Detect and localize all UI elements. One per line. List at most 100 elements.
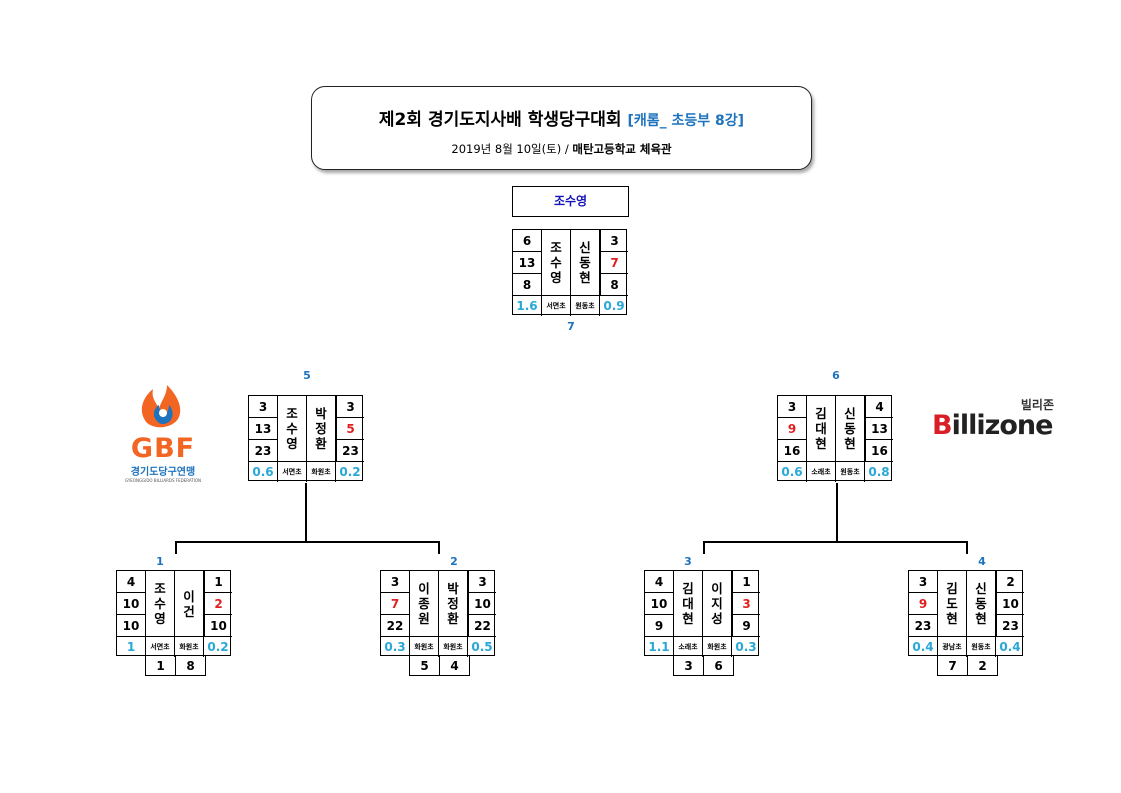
tournament-title: 제2회 경기도지사배 학생당구대회 [378,110,622,130]
right-school: 원동초 [571,296,600,316]
gbf-logo: GBF 경기도당구연맹 GYEONGGIDO BILLIARDS FEDERAT… [118,383,208,483]
right-player-name: 신 동 현 [836,396,865,462]
right-score: 9 [732,615,760,637]
player-name-vertical: 김 도 현 [946,581,958,626]
left-score: 10 [117,615,146,637]
match-number: 1 [156,555,164,568]
right-average: 0.2 [207,640,229,654]
left-score: 13 [249,418,278,440]
right-school: 원동초 [967,637,996,657]
right-player-name: 이 건 [175,571,204,637]
left-score: 4 [645,571,674,593]
right-player-name: 이 지 성 [703,571,732,637]
left-score: 3 [778,396,807,418]
right-score: 5 [336,418,364,440]
player-name-vertical: 조 수 영 [550,240,562,285]
left-score: 6 [513,230,542,252]
left-score: 23 [249,440,278,462]
right-score: 7 [600,252,628,274]
event-venue: 매탄고등학교 체육관 [572,142,672,156]
tournament-title-line: 제2회 경기도지사배 학생당구대회 [캐롬_ 초등부 8강] [312,105,811,130]
left-score: 3 [249,396,278,418]
right-school: 화원초 [175,637,204,657]
player-name-vertical: 박 정 환 [315,406,327,451]
left-school: 광남초 [938,637,967,657]
right-average: 0.5 [471,640,493,654]
left-score: 3 [381,571,410,593]
left-player-name: 조 수 영 [146,571,175,637]
right-score: 10 [996,593,1024,615]
right-average: 0.4 [999,640,1021,654]
player-name-vertical: 이 지 성 [711,581,723,626]
billizone-korean: 빌리존 [1020,398,1054,412]
right-school: 원동초 [836,462,865,482]
left-score: 9 [909,593,938,615]
tournament-subtitle: [캐롬_ 초등부 8강] [627,113,745,129]
left-average: 0.6 [249,462,278,482]
left-player-name: 김 대 현 [674,571,703,637]
left-player-name: 조 수 영 [278,396,307,462]
right-school: 화원초 [439,637,468,657]
right-score: 22 [468,615,496,637]
billizone-text: illizone [951,410,1054,441]
billizone-initial: B [932,410,953,441]
right-score: 3 [336,396,364,418]
right-average: 0.3 [735,640,757,654]
left-school: 서면초 [542,296,571,316]
left-player-name: 김 도 현 [938,571,967,637]
right-score: 1 [732,571,760,593]
billizone-wordmark: Billizone [932,410,1054,441]
right-score: 10 [468,593,496,615]
seed-number: 4 [439,656,469,675]
gbf-logo-text: GBF [118,435,208,463]
right-score: 23 [996,615,1024,637]
left-average: 0.3 [381,637,410,657]
event-date: 2019년 8월 10일(토) [451,142,562,156]
right-player-name: 박 정 환 [439,571,468,637]
right-score: 8 [600,274,628,296]
gbf-name: 경기도당구연맹 [130,467,196,478]
right-score: 3 [468,571,496,593]
left-school: 소래초 [674,637,703,657]
seed-number: 8 [175,656,205,675]
left-score: 7 [381,593,410,615]
gbf-flame-icon [141,385,181,428]
seed-number: 2 [967,656,997,675]
player-name-vertical: 신 동 현 [975,581,987,626]
left-player-name: 조 수 영 [542,230,571,296]
connector-line [175,541,439,543]
connector-line [836,483,838,541]
date-separator: / [564,142,569,156]
seed-number: 6 [703,656,733,675]
right-score: 3 [732,593,760,615]
left-score: 10 [645,593,674,615]
right-average: 0.9 [603,299,625,313]
player-name-vertical: 조 수 영 [154,581,166,626]
right-average: 0.8 [868,465,890,479]
match-number: 2 [450,555,458,568]
player-name-vertical: 김 대 현 [815,406,827,451]
match-number: 6 [832,369,840,382]
right-score: 2 [996,571,1024,593]
right-school: 화원초 [703,637,732,657]
left-average: 1 [117,637,146,657]
player-name-vertical: 이 건 [183,588,195,619]
player-name-vertical: 이 종 원 [418,581,430,626]
player-name-vertical: 박 정 환 [447,581,459,626]
left-score: 13 [513,252,542,274]
right-school: 화원초 [307,462,336,482]
right-score: 10 [204,615,232,637]
tournament-header: 제2회 경기도지사배 학생당구대회 [캐롬_ 초등부 8강] 2019년 8월 … [311,86,812,170]
left-player-name: 김 대 현 [807,396,836,462]
left-average: 0.6 [778,462,807,482]
right-average: 0.2 [339,465,361,479]
left-average: 0.4 [909,637,938,657]
gbf-logo-letters: GBF [130,433,196,464]
